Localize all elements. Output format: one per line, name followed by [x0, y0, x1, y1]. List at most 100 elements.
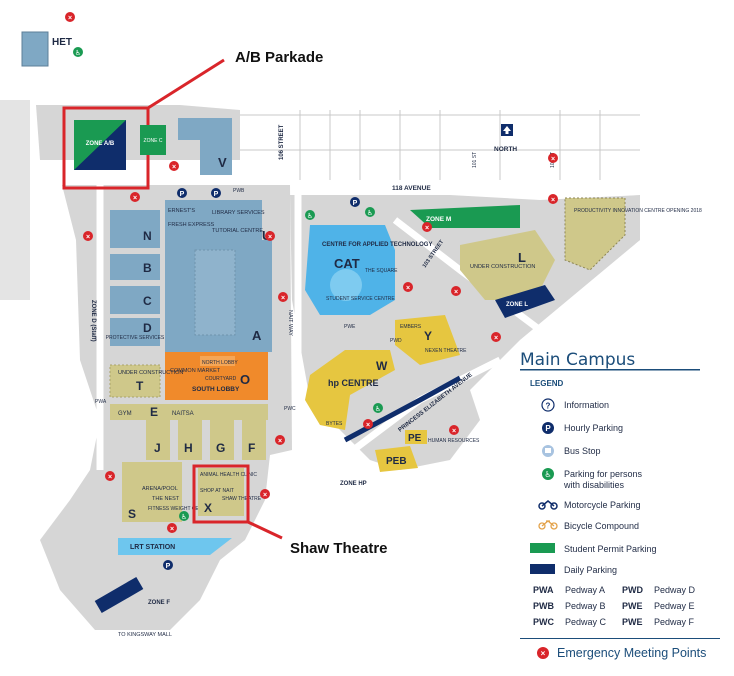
shaw-label: SHAW THEATRE: [222, 496, 262, 502]
svg-text:♿: ♿: [181, 513, 187, 521]
n-label: N: [143, 229, 152, 243]
legend-label-information: Information: [564, 400, 609, 410]
emergency-point-icon: ×: [265, 231, 275, 241]
v-label: V: [218, 155, 227, 170]
peb-label: PEB: [386, 456, 407, 467]
svg-text:×: ×: [86, 234, 90, 241]
zone-ab-label: ZONE A/B: [86, 141, 115, 147]
accessible-icon: ♿: [373, 403, 383, 413]
emergency-point-icon: ×: [422, 222, 432, 232]
building-o[interactable]: NORTH LOBBY COURTYARD COMMON MARKET SOUT…: [165, 352, 268, 400]
productivity-label: PRODUCTIVITY INNOVATION CENTRE OPENING 2…: [574, 208, 702, 214]
emergency-point-icon: ×: [65, 12, 75, 22]
nest-label: THE NEST: [152, 496, 180, 502]
nait-way-label: NAIT WAY: [287, 310, 293, 336]
building-b[interactable]: B: [110, 254, 160, 280]
building-jhgf[interactable]: J H G F: [146, 420, 266, 460]
building-x[interactable]: ANIMAL HEALTH CLINIC SHOP AT NAIT SHAW T…: [198, 468, 262, 516]
building-y[interactable]: EMBERS Y NEXEN THEATRE: [395, 315, 467, 365]
emergency-point-icon: ×: [548, 194, 558, 204]
legend-label-accessible: Parking for persons: [564, 469, 643, 479]
bytes-label: BYTES: [326, 421, 343, 427]
zone-l[interactable]: ZONE L: [495, 285, 555, 318]
pedway-name: Pedway F: [654, 617, 695, 627]
zone-c[interactable]: ZONE C: [140, 125, 166, 155]
gym-label: GYM: [118, 411, 132, 417]
svg-text:♿: ♿: [544, 470, 551, 479]
pe-label: PE: [408, 433, 422, 444]
building-w[interactable]: W hp CENTRE BYTES: [305, 350, 395, 430]
legend-item-information: ? Information: [541, 398, 609, 412]
svg-text:×: ×: [425, 225, 429, 232]
svg-text:×: ×: [366, 422, 370, 429]
emergency-point-icon: ×: [130, 192, 140, 202]
zone-m[interactable]: ZONE M: [410, 205, 520, 228]
legend-item-bicycle: Bicycle Compound: [538, 520, 639, 531]
lrt-label: LRT STATION: [130, 544, 175, 551]
s-label: S: [128, 507, 136, 521]
emergency-point-icon: ×: [548, 153, 558, 163]
svg-text:♿: ♿: [375, 405, 381, 413]
building-e[interactable]: GYM E NAITSA: [110, 404, 268, 420]
svg-text:×: ×: [68, 15, 72, 22]
theatre-callout: Shaw Theatre: [290, 540, 388, 557]
building-u-a[interactable]: U A ERNEST'S FRESH EXPRESS LIBRARY SERVI…: [165, 200, 272, 352]
under-construction-t-label: UNDER CONSTRUCTION: [118, 370, 183, 376]
legend-item-emergency: × Emergency Meeting Points: [537, 646, 706, 660]
svg-text:P: P: [353, 200, 358, 207]
svg-text:×: ×: [406, 285, 410, 292]
ave-118-label: 118 AVENUE: [392, 185, 431, 192]
emergency-point-icon: ×: [275, 435, 285, 445]
svg-text:×: ×: [268, 234, 272, 241]
student-permit-swatch: [530, 543, 555, 553]
svg-text:×: ×: [494, 335, 498, 342]
pedway-code: PWC: [533, 617, 554, 627]
zone-ab-parkade[interactable]: ZONE A/B: [74, 120, 126, 170]
pedway-name: Pedway E: [654, 601, 695, 611]
hp-centre-label: hp CENTRE: [328, 378, 379, 388]
building-peb[interactable]: PEB: [375, 446, 418, 472]
embers-label: EMBERS: [400, 324, 422, 330]
lrt-station[interactable]: LRT STATION: [118, 538, 232, 555]
building-l[interactable]: UNDER CONSTRUCTION L: [460, 230, 555, 300]
building-pe[interactable]: PE HUMAN RESOURCES: [405, 430, 480, 444]
parking-icon: [542, 422, 554, 434]
h-label: H: [184, 441, 193, 455]
student-service-label: STUDENT SERVICE CENTRE: [326, 296, 395, 302]
building-t[interactable]: UNDER CONSTRUCTION T: [109, 364, 183, 398]
courtyard-label: COURTYARD: [205, 376, 237, 382]
zone-f[interactable]: ZONE F: [94, 576, 171, 614]
street-101-label: 101 ST: [472, 152, 478, 168]
building-s[interactable]: ARENA/POOL THE NEST FITNESS WEIGHT CENTR…: [122, 462, 213, 522]
c-label: C: [143, 294, 152, 308]
svg-text:?: ?: [546, 402, 551, 411]
building-d[interactable]: D PROTECTIVE SERVICES: [106, 318, 165, 346]
south-lobby-label: SOUTH LOBBY: [192, 386, 240, 393]
building-cat[interactable]: CENTRE FOR APPLIED TECHNOLOGY CAT THE SQ…: [305, 225, 432, 315]
legend-label-bicycle: Bicycle Compound: [564, 521, 639, 531]
x-label: X: [204, 501, 212, 515]
legend-item-bus: Bus Stop: [542, 445, 601, 457]
zone-c-label: ZONE C: [144, 138, 163, 144]
building-het[interactable]: HET: [21, 31, 72, 67]
cat-label: CAT: [334, 256, 360, 271]
legend-label-daily: Daily Parking: [564, 565, 617, 575]
cat-name-label: CENTRE FOR APPLIED TECHNOLOGY: [322, 242, 432, 248]
parking-markers: P P P P: [163, 188, 360, 570]
svg-text:♿: ♿: [367, 209, 373, 217]
svg-text:×: ×: [108, 474, 112, 481]
emergency-point-icon: ×: [363, 419, 373, 429]
parking-icon: P: [350, 197, 360, 207]
accessible-icon: ♿: [305, 210, 315, 220]
naitsa-label: NAITSA: [172, 411, 194, 417]
building-c[interactable]: C: [110, 286, 160, 314]
north-label: NORTH: [494, 146, 517, 153]
fitness-label: FITNESS WEIGHT CENTRE: [148, 506, 213, 512]
building-n[interactable]: N: [110, 210, 160, 248]
parkade-callout: A/B Parkade: [235, 49, 323, 66]
svg-text:P: P: [214, 191, 219, 198]
productivity-centre[interactable]: PRODUCTIVITY INNOVATION CENTRE OPENING 2…: [564, 197, 702, 271]
building-v[interactable]: V: [178, 118, 232, 175]
svg-text:♿: ♿: [307, 212, 313, 220]
square-label: THE SQUARE: [365, 268, 398, 274]
